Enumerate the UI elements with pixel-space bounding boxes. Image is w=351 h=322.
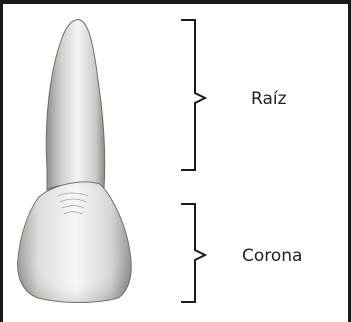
- crown-label: Corona: [242, 248, 302, 265]
- tooth-root: [46, 20, 105, 192]
- root-bracket: [181, 20, 205, 170]
- root-label: Raíz: [251, 91, 287, 108]
- crown-bracket: [181, 204, 205, 302]
